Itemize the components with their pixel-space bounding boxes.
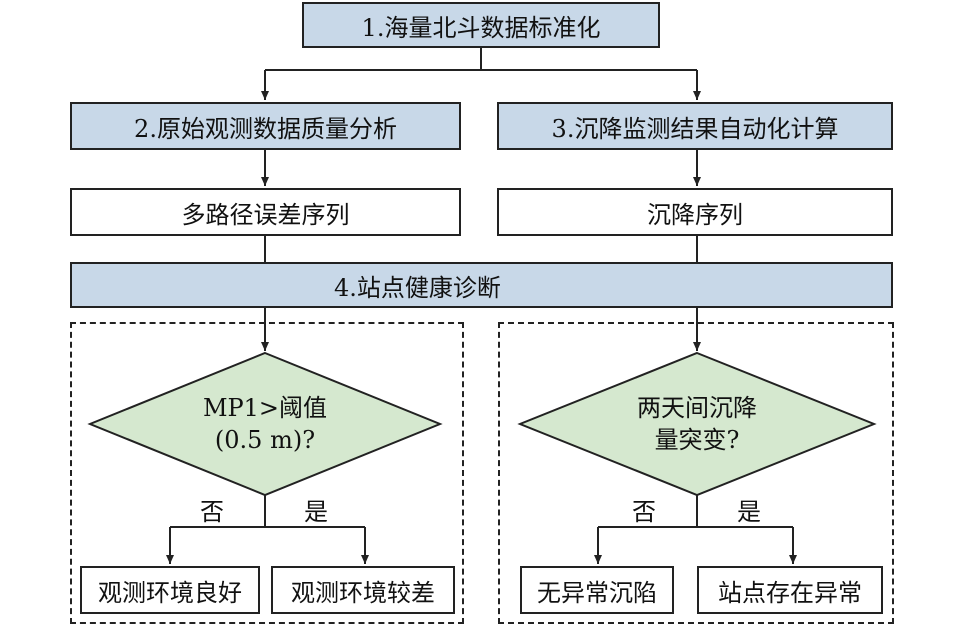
right-result-no-box: 无异常沉陷 xyxy=(520,566,674,614)
right-decision-line1: 两天间沉降 xyxy=(637,394,757,422)
left-decision-line1: MP1>阈值 xyxy=(202,394,328,422)
left-diagnosis-group xyxy=(70,322,464,624)
left-result-yes-box: 观测环境较差 xyxy=(271,566,455,614)
right-result-yes-label: 站点存在异常 xyxy=(718,578,862,607)
connector-step1-split xyxy=(265,48,697,71)
step2-box: 2.原始观测数据质量分析 xyxy=(70,102,461,150)
step4-label: 4.站点健康诊断 xyxy=(334,273,501,302)
step2-label: 2.原始观测数据质量分析 xyxy=(134,114,397,143)
right-result-yes-box: 站点存在异常 xyxy=(697,566,883,614)
left-decision-text: MP1>阈值 (0.5 m)? xyxy=(165,392,365,456)
connector-left-branch xyxy=(170,495,365,528)
multipath-output-label: 多路径误差序列 xyxy=(181,200,350,229)
right-decision-text: 两天间沉降 量突变? xyxy=(597,392,797,456)
left-decision-line2: (0.5 m)? xyxy=(214,426,316,454)
left-yes-label: 是 xyxy=(304,498,328,526)
step3-box: 3.沉降监测结果自动化计算 xyxy=(497,102,893,150)
right-result-no-label: 无异常沉陷 xyxy=(537,578,657,607)
connector-right-branch xyxy=(598,495,793,528)
left-result-no-label: 观测环境良好 xyxy=(98,578,242,607)
right-yes-label: 是 xyxy=(737,498,761,526)
left-result-yes-label: 观测环境较差 xyxy=(291,578,435,607)
right-no-label: 否 xyxy=(632,498,656,526)
left-result-no-box: 观测环境良好 xyxy=(80,566,260,614)
step3-label: 3.沉降监测结果自动化计算 xyxy=(551,114,839,143)
step4-box: 4.站点健康诊断 xyxy=(70,262,893,308)
right-decision-line2: 量突变? xyxy=(654,426,740,454)
settlement-output-box: 沉降序列 xyxy=(497,188,893,236)
step1-box: 1.海量北斗数据标准化 xyxy=(302,2,660,48)
left-no-label: 否 xyxy=(200,498,224,526)
step1-label: 1.海量北斗数据标准化 xyxy=(361,13,601,42)
right-diagnosis-group xyxy=(498,322,894,624)
multipath-output-box: 多路径误差序列 xyxy=(70,188,461,236)
settlement-output-label: 沉降序列 xyxy=(647,200,743,229)
